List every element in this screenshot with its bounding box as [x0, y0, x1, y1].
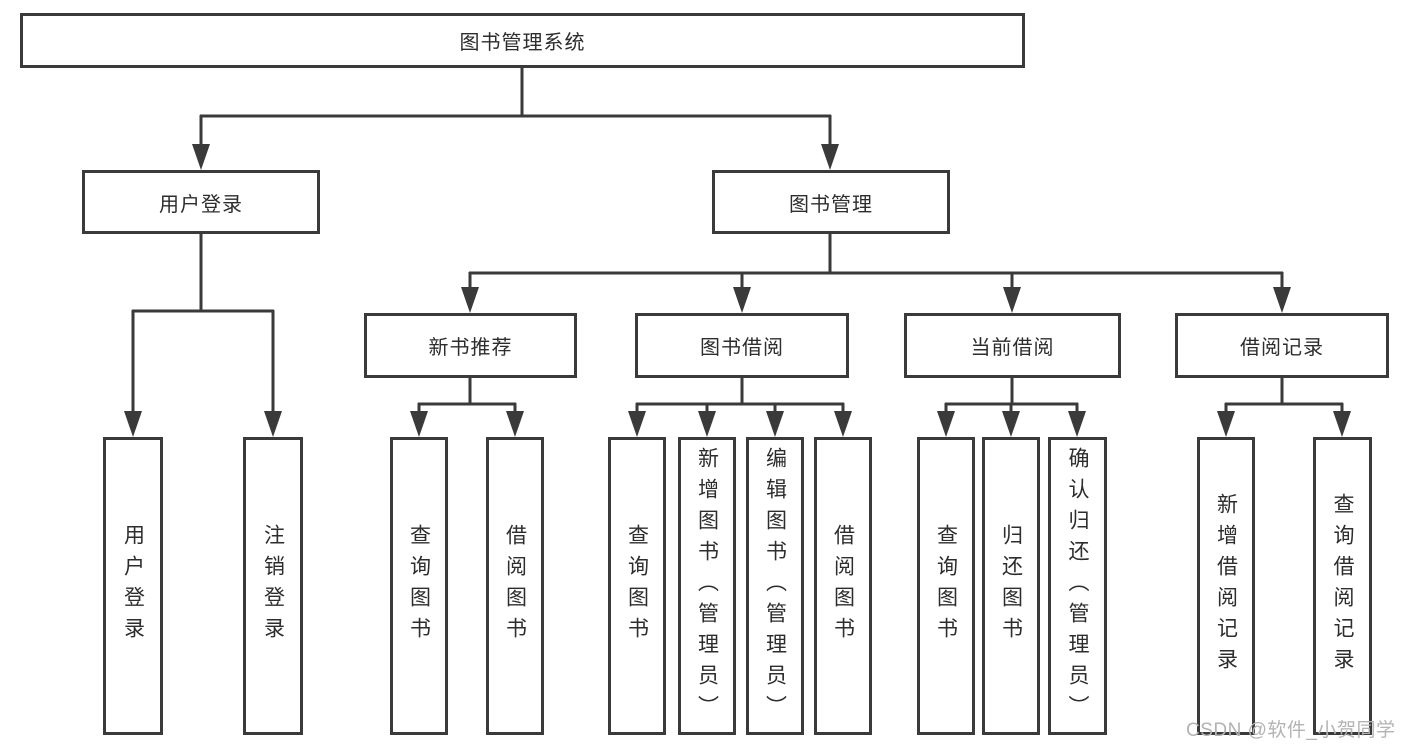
node-label: 图书管理系统	[459, 32, 586, 54]
leaf-label: 查询图书	[934, 524, 958, 648]
leaf-query-books-recommend: 查询图书	[390, 437, 448, 735]
arrowhead-icons	[124, 144, 1351, 437]
leaf-logout: 注销登录	[243, 437, 303, 735]
node-current-borrow: 当前借阅	[904, 313, 1121, 378]
leaf-edit-books-admin: 编辑图书（管理员）	[746, 437, 804, 735]
leaf-user-login: 用户登录	[103, 437, 163, 735]
leaf-query-books-current: 查询图书	[917, 437, 975, 735]
node-label: 图书管理	[789, 193, 873, 216]
leaf-label: 查询借阅记录	[1331, 493, 1354, 679]
node-label: 图书借阅	[700, 337, 784, 359]
node-user-login: 用户登录	[82, 170, 320, 234]
node-borrow-records: 借阅记录	[1175, 313, 1389, 378]
leaf-query-borrow-record: 查询借阅记录	[1313, 437, 1372, 735]
node-label: 当前借阅	[970, 337, 1055, 359]
leaf-borrow-books: 借阅图书	[814, 437, 872, 735]
leaf-label: 借阅图书	[503, 524, 527, 648]
leaf-query-books-borrow: 查询图书	[608, 437, 666, 735]
leaf-borrow-books-recommend: 借阅图书	[486, 437, 544, 735]
node-label: 新书推荐	[428, 337, 513, 359]
leaf-label: 确认归还（管理员）	[1066, 446, 1089, 726]
leaf-add-borrow-record: 新增借阅记录	[1197, 437, 1255, 735]
leaf-return-books: 归还图书	[982, 437, 1040, 735]
node-book-management: 图书管理	[712, 170, 950, 234]
leaf-label: 查询图书	[625, 524, 649, 648]
node-book-borrow: 图书借阅	[635, 313, 849, 378]
leaf-confirm-return-admin: 确认归还（管理员）	[1048, 437, 1107, 735]
watermark-csdn: CSDN @软件_小贺同学	[1186, 720, 1396, 741]
node-label: 借阅记录	[1240, 337, 1324, 359]
node-new-book-recommend: 新书推荐	[364, 313, 577, 378]
leaf-add-books-admin: 新增图书（管理员）	[678, 437, 736, 735]
leaf-label: 新增图书（管理员）	[695, 446, 719, 726]
leaf-label: 注销登录	[261, 524, 285, 648]
node-library-system: 图书管理系统	[20, 13, 1025, 68]
leaf-label: 编辑图书（管理员）	[763, 446, 787, 726]
leaf-label: 新增借阅记录	[1214, 493, 1238, 679]
leaf-label: 查询图书	[407, 524, 431, 648]
node-label: 用户登录	[159, 193, 243, 216]
leaf-label: 用户登录	[121, 524, 145, 648]
leaf-label: 归还图书	[999, 524, 1023, 648]
leaf-label: 借阅图书	[831, 524, 855, 648]
